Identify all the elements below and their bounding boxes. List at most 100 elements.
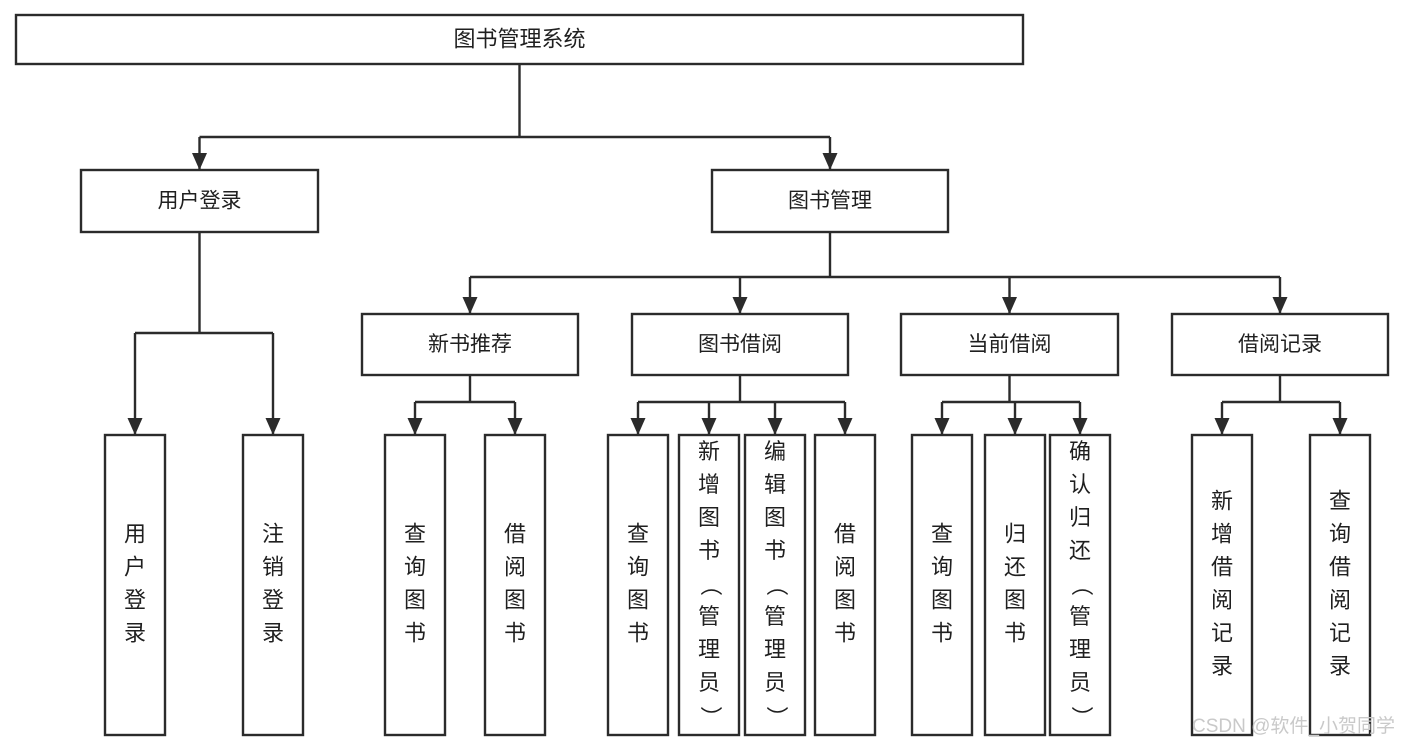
node-box[interactable] [1048, 433, 1112, 737]
level2-node-新书推荐-0[interactable]: 新书推荐 [360, 312, 580, 377]
nodes-layer: 图书管理系统用户登录图书管理新书推荐图书借阅当前借阅借阅记录用户登录注销登录查询… [14, 13, 1390, 737]
label-glyph: 借 [504, 521, 526, 546]
label-glyph: 理 [698, 637, 720, 662]
connector-arrowhead [701, 418, 717, 435]
node-box[interactable] [899, 312, 1120, 377]
label-glyph: 确 [1069, 439, 1091, 464]
label-glyph: （ [1069, 574, 1094, 596]
label-glyph: 理 [764, 637, 786, 662]
connector-arrowhead [822, 153, 838, 170]
connector-group-当前借阅-to-leaves [934, 375, 1088, 435]
label-glyph: 询 [627, 554, 649, 579]
node-label: 图书管理 [788, 190, 872, 213]
node-box[interactable] [630, 312, 850, 377]
label-glyph: ） [698, 706, 723, 728]
node-label: 图书借阅 [698, 333, 782, 356]
level2-node-借阅记录-3[interactable]: 借阅记录 [1170, 312, 1390, 377]
node-box[interactable] [910, 433, 974, 737]
connector-group-root-to-level1 [192, 64, 838, 170]
label-glyph: 书 [404, 620, 426, 645]
label-glyph: 查 [627, 521, 649, 546]
node-box[interactable] [1170, 312, 1390, 377]
level1-node-用户登录-0[interactable]: 用户登录 [79, 168, 320, 234]
node-box[interactable] [983, 433, 1047, 737]
node-box[interactable] [710, 168, 950, 234]
node-box[interactable] [103, 433, 167, 737]
node-box[interactable] [241, 433, 305, 737]
label-glyph: 员 [698, 670, 720, 695]
label-glyph: 记 [1211, 620, 1233, 645]
label-glyph: 辑 [764, 472, 786, 497]
node-box[interactable] [79, 168, 320, 234]
node-label: 借阅记录 [1238, 333, 1322, 356]
label-glyph: 借 [1211, 554, 1233, 579]
connector-group-借阅记录-to-leaves [1214, 375, 1348, 435]
label-glyph: 增 [1211, 521, 1233, 546]
label-glyph: 阅 [504, 554, 526, 579]
label-glyph: 图 [504, 587, 526, 612]
label-glyph: 阅 [834, 554, 856, 579]
label-glyph: 管 [698, 604, 720, 629]
level2-node-当前借阅-2[interactable]: 当前借阅 [899, 312, 1120, 377]
label-glyph: 登 [124, 587, 146, 612]
label-glyph: 借 [1329, 554, 1351, 579]
node-box[interactable] [1308, 433, 1372, 737]
label-glyph: 书 [834, 620, 856, 645]
label-glyph: 登 [262, 587, 284, 612]
node-box[interactable] [606, 433, 670, 737]
node-box[interactable] [677, 433, 741, 737]
label-glyph: 图 [627, 587, 649, 612]
node-box[interactable] [813, 433, 877, 737]
node-box[interactable] [1190, 433, 1254, 737]
label-glyph: 新 [698, 439, 720, 464]
label-glyph: 图 [1004, 587, 1026, 612]
label-glyph: 图 [698, 505, 720, 530]
node-box[interactable] [383, 433, 447, 737]
connector-arrowhead [1002, 297, 1017, 314]
leaf-node-用户登录-0[interactable]: 用户登录 [103, 433, 167, 737]
label-glyph: 销 [262, 554, 284, 579]
label-glyph: 图 [404, 587, 426, 612]
label-glyph: 书 [931, 620, 953, 645]
label-glyph: 录 [124, 620, 146, 645]
node-label: 用户登录 [158, 190, 242, 213]
label-glyph: 书 [627, 620, 649, 645]
connector-arrowhead [1332, 418, 1348, 435]
node-box[interactable] [483, 433, 547, 737]
level2-node-图书借阅-1[interactable]: 图书借阅 [630, 312, 850, 377]
connector-arrowhead [265, 418, 281, 435]
node-label-vertical: 用户登录 [124, 521, 146, 645]
connector-arrowhead [837, 418, 853, 435]
connector-arrowhead [732, 297, 748, 314]
node-box[interactable] [14, 13, 1025, 66]
label-glyph: （ [698, 574, 723, 596]
level1-node-图书管理-1[interactable]: 图书管理 [710, 168, 950, 234]
node-box[interactable] [360, 312, 580, 377]
label-glyph: 图 [931, 587, 953, 612]
label-glyph: 查 [404, 521, 426, 546]
node-box[interactable] [743, 433, 807, 737]
connectors-layer [127, 64, 1348, 435]
label-glyph: 录 [1211, 653, 1233, 678]
connector-arrowhead [1072, 418, 1088, 435]
watermark-layer: CSDN @软件_小贺同学 [1192, 715, 1395, 737]
root-node-图书管理系统[interactable]: 图书管理系统 [14, 13, 1025, 66]
label-glyph: 查 [931, 521, 953, 546]
